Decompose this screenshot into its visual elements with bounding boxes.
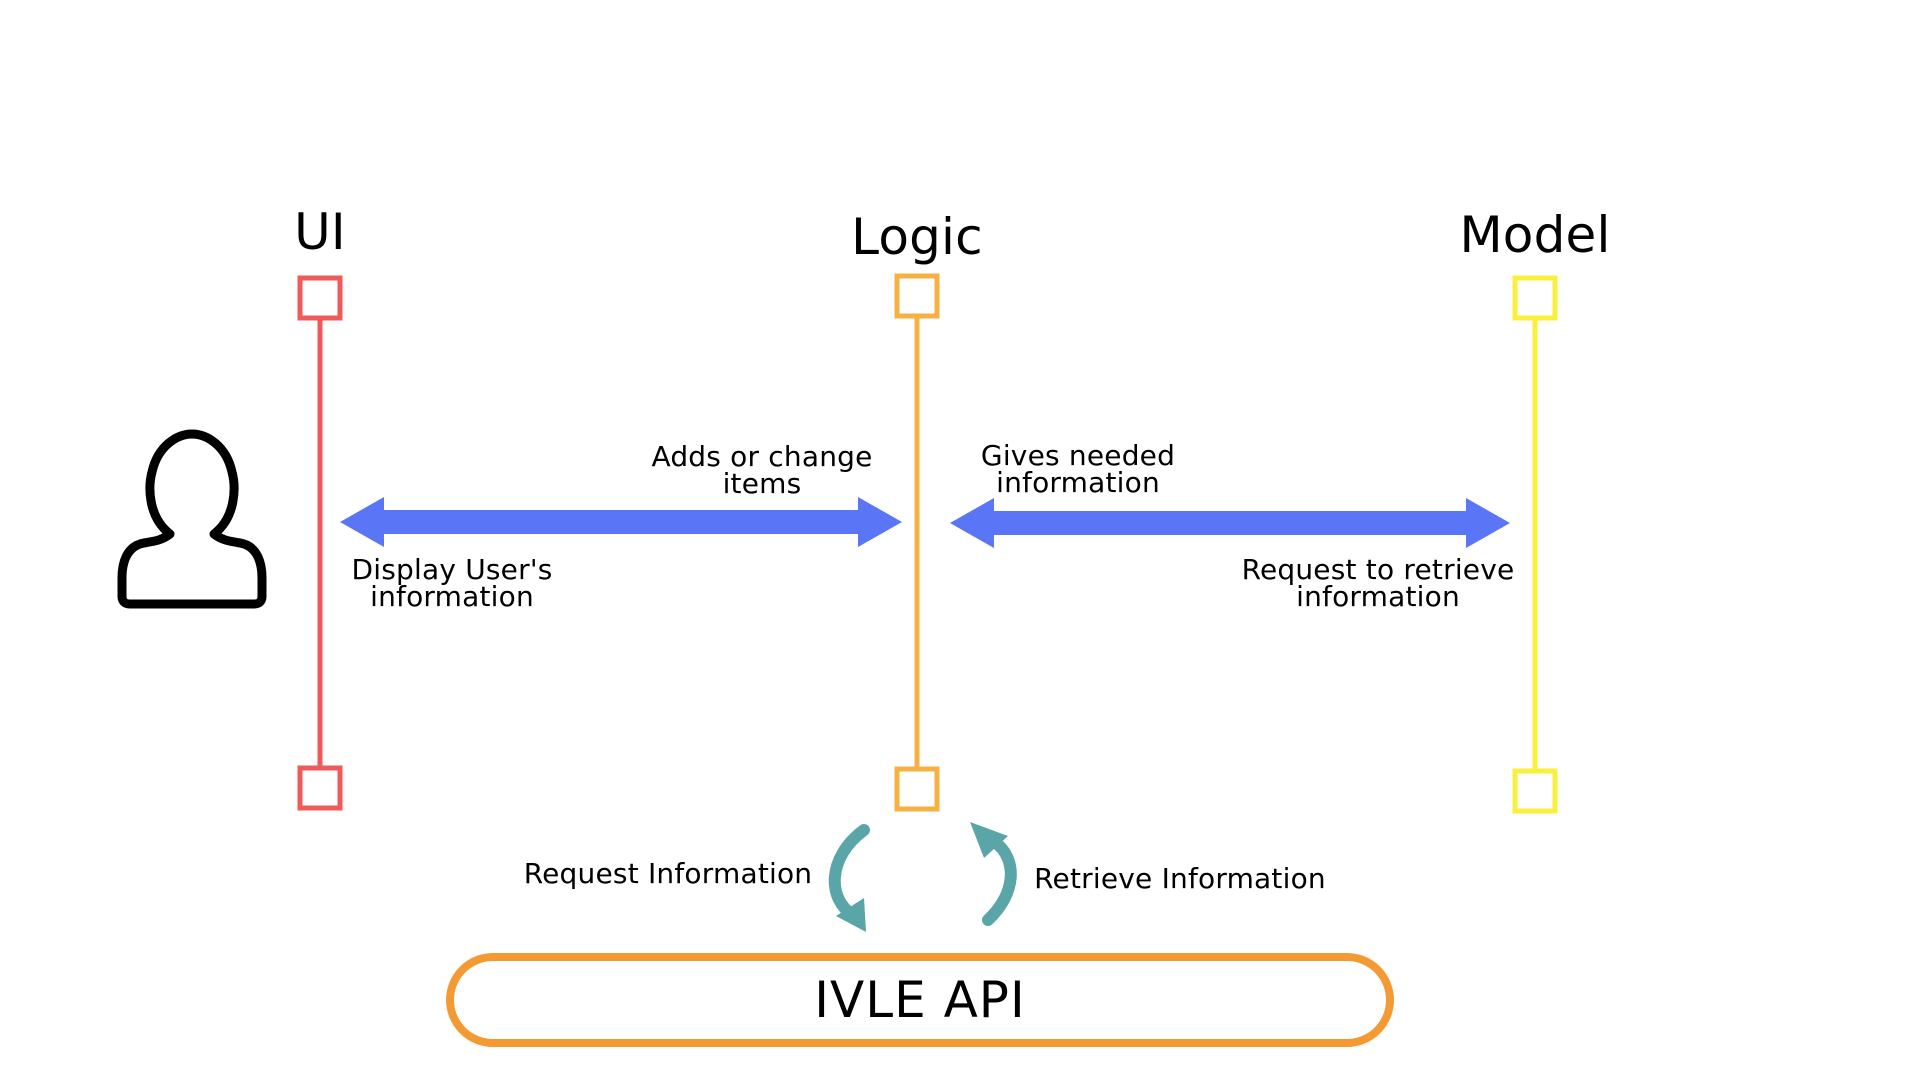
logic-model-bottom-label-line1: Request to retrieve — [1241, 553, 1515, 586]
logic-model-top-label-line1: Gives needed — [980, 439, 1176, 472]
retrieve-information-label: Retrieve Information — [1034, 862, 1326, 895]
ui-lane-title: UI — [294, 203, 346, 261]
ui-logic-top-label-line1: Adds or change — [651, 440, 873, 473]
request-information-label: Request Information — [523, 857, 813, 890]
logic-model-bottom-label-line2: information — [1296, 580, 1460, 613]
ui-logic-bottom-label-line1: Display User's — [351, 553, 553, 586]
ui-lifeline-top-box — [297, 275, 343, 321]
model-lane-title: Model — [1459, 206, 1611, 264]
model-lifeline-top-box — [1512, 275, 1558, 321]
ui-logic-top-label-line2: items — [722, 467, 802, 500]
logic-lifeline-bottom-box — [894, 766, 940, 812]
ui-logic-bottom-label: Display User's information — [351, 553, 553, 613]
user-icon — [117, 429, 267, 609]
ui-lifeline — [297, 275, 343, 811]
ui-lifeline-bottom-box — [297, 765, 343, 811]
ui-logic-top-label: Adds or change items — [651, 440, 873, 500]
model-lifeline-bottom-box — [1512, 768, 1558, 814]
request-cycle-arrow — [828, 824, 870, 932]
logic-lifeline — [894, 273, 940, 812]
logic-model-top-label: Gives needed information — [980, 439, 1176, 499]
logic-lane-title: Logic — [851, 208, 983, 266]
logic-model-double-arrow — [950, 498, 1510, 548]
ivle-api-label: IVLE API — [814, 971, 1026, 1029]
logic-lifeline-top-box — [894, 273, 940, 319]
retrieve-cycle-arrow — [970, 822, 1017, 926]
model-lifeline — [1512, 275, 1558, 814]
logic-model-bottom-label: Request to retrieve information — [1241, 553, 1515, 613]
ivle-api-box — [446, 953, 1394, 1047]
ui-logic-double-arrow — [340, 497, 902, 547]
ui-logic-bottom-label-line2: information — [370, 580, 534, 613]
logic-model-top-label-line2: information — [996, 466, 1160, 499]
